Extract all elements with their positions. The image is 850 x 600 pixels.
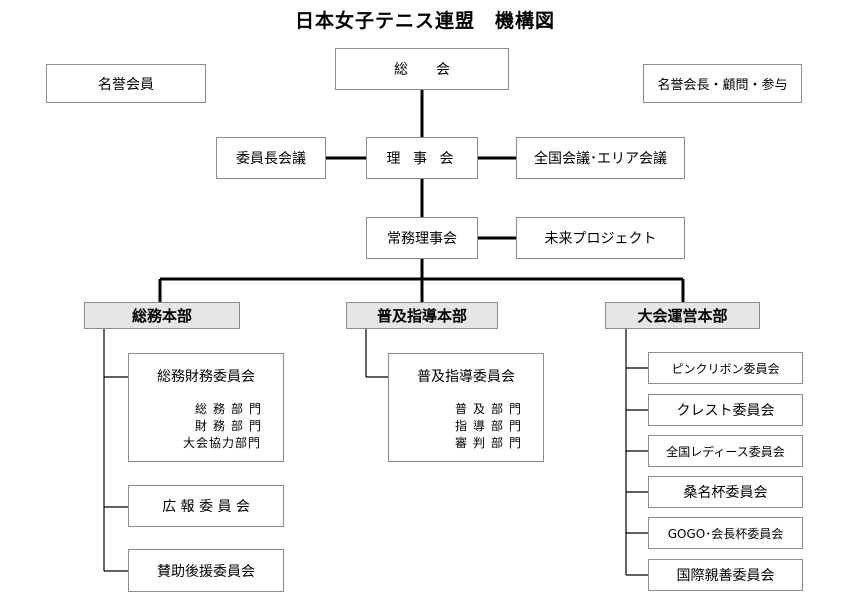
sponsor-committee-box: 賛助後援委員会 <box>128 549 284 592</box>
national-ladies-committee-box: 全国レディース委員会 <box>648 435 803 467</box>
pr-committee-box: 広 報 委 員 会 <box>128 485 284 527</box>
promotion-committee-title: 普及指導委員会 <box>417 369 515 385</box>
promotion-committee-box: 普及指導委員会 普及部門 指導部門 審判部門 <box>388 353 544 462</box>
dept-general-affairs: 総務部門 <box>194 402 267 416</box>
crest-committee-box: クレスト委員会 <box>648 394 803 426</box>
kuwana-cup-committee-box: 桑名杯委員会 <box>648 476 803 508</box>
dept-finance: 財務部門 <box>194 419 267 433</box>
future-project-box: 未来プロジェクト <box>516 217 685 259</box>
tournament-hq-box: 大会運営本部 <box>605 302 760 329</box>
finance-committee-title: 総務財務委員会 <box>157 369 255 385</box>
promotion-hq-box: 普及指導本部 <box>346 302 498 329</box>
general-assembly-box: 総 会 <box>335 48 509 90</box>
general-affairs-hq-box: 総務本部 <box>84 302 240 329</box>
dept-promotion: 普及部門 <box>454 402 527 416</box>
honorary-president-box: 名誉会長・顧問・参与 <box>643 64 802 103</box>
page-title: 日本女子テニス連盟 機構図 <box>294 10 555 32</box>
national-area-meeting-box: 全国会議･エリア会議 <box>516 137 685 179</box>
dept-umpire: 審判部門 <box>454 436 527 450</box>
board-box: 理 事 会 <box>366 137 478 179</box>
gogo-presidents-cup-committee-box: GOGO･会長杯委員会 <box>648 517 803 549</box>
dept-coaching: 指導部門 <box>454 419 527 433</box>
honorary-members-box: 名誉会員 <box>46 64 206 103</box>
finance-committee-box: 総務財務委員会 総務部門 財務部門 大会協力部門 <box>128 353 284 462</box>
executive-board-box: 常務理事会 <box>366 217 478 259</box>
pink-ribbon-committee-box: ピンクリボン委員会 <box>648 352 803 384</box>
international-goodwill-committee-box: 国際親善委員会 <box>648 559 803 591</box>
committee-chairs-box: 委員長会議 <box>216 137 326 179</box>
dept-tournament-cooperation: 大会協力部門 <box>182 436 261 450</box>
